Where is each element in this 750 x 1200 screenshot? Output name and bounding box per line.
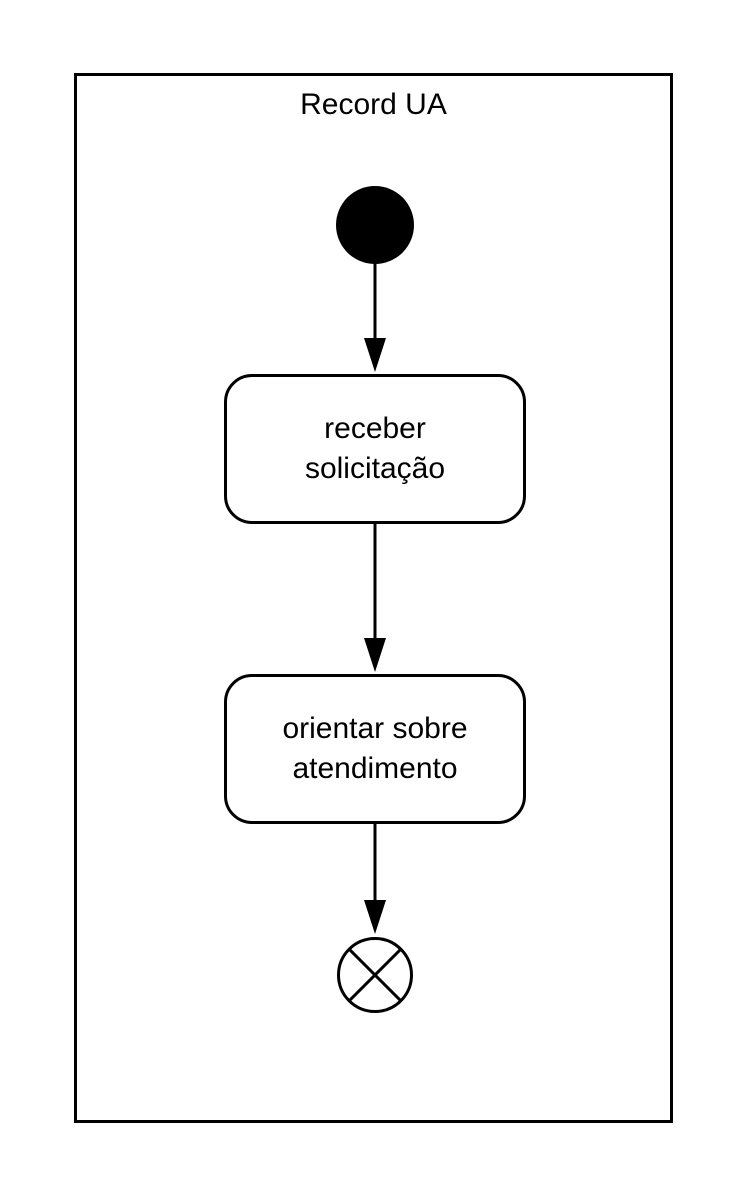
edge-receive-to-orient bbox=[364, 524, 386, 672]
final-node-icon bbox=[337, 937, 413, 1013]
swimlane-partition bbox=[74, 73, 673, 1123]
action-label-line: solicitação bbox=[304, 452, 446, 485]
edge-start-to-receive bbox=[364, 262, 386, 372]
initial-node bbox=[336, 186, 414, 264]
edge-orient-to-end bbox=[364, 824, 386, 934]
action-label-line: orientar sobre bbox=[282, 712, 468, 745]
action-receber-solicitacao: receber solicitação bbox=[224, 374, 526, 524]
action-label-line: receber bbox=[324, 412, 426, 445]
partition-title: Record UA bbox=[300, 88, 447, 121]
action-label-line: atendimento bbox=[292, 752, 458, 785]
action-orientar-sobre-atendimento: orientar sobre atendimento bbox=[224, 674, 526, 824]
